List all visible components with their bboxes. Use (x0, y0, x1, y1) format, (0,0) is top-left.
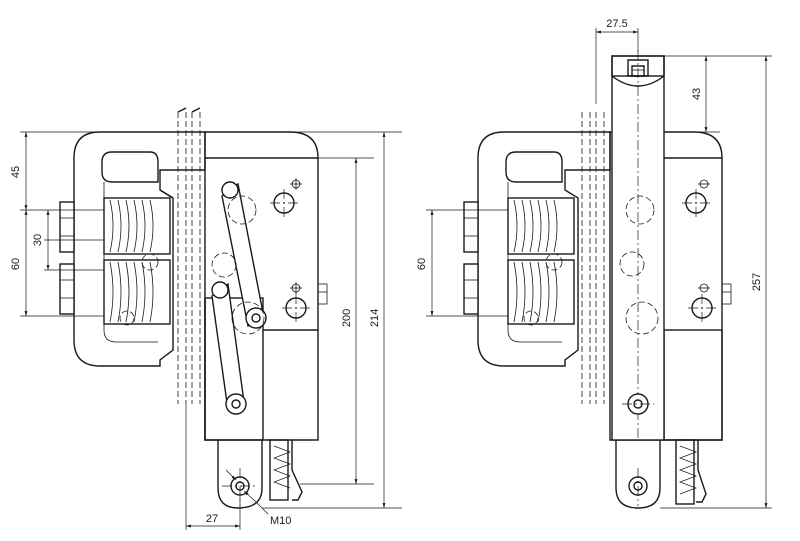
right-spring-stacks (507, 197, 575, 326)
dimension-labels: 45 30 60 200 214 27 M10 27.5 43 60 257 (10, 18, 763, 527)
left-view (20, 107, 402, 530)
dim-label-257: 257 (751, 273, 763, 291)
right-bottom-lug (615, 439, 707, 509)
left-bottom-lug (217, 439, 303, 509)
right-dimensions (426, 28, 772, 509)
left-bolt-heads (59, 201, 75, 315)
left-spring-stacks (103, 197, 171, 326)
dim-label-27-5: 27.5 (606, 18, 627, 30)
dim-label-60-right: 60 (416, 258, 428, 270)
dim-label-214: 214 (369, 309, 381, 327)
dim-label-200: 200 (341, 309, 353, 327)
dim-label-27: 27 (206, 513, 218, 525)
dim-label-43: 43 (691, 88, 703, 100)
left-linkage (211, 181, 267, 415)
dim-label-m10: M10 (270, 515, 291, 527)
right-housing (477, 131, 611, 367)
right-view (426, 28, 772, 509)
left-guide-rail (177, 107, 201, 404)
left-housing (73, 131, 206, 367)
right-guide-rail (581, 112, 605, 404)
left-dimensions (20, 131, 402, 530)
right-slide-bar (611, 50, 665, 441)
dim-label-45: 45 (10, 166, 22, 178)
dim-label-60-left: 60 (10, 258, 22, 270)
dim-label-30: 30 (32, 234, 44, 246)
left-holes (270, 178, 310, 322)
right-bolt-heads (463, 201, 479, 315)
